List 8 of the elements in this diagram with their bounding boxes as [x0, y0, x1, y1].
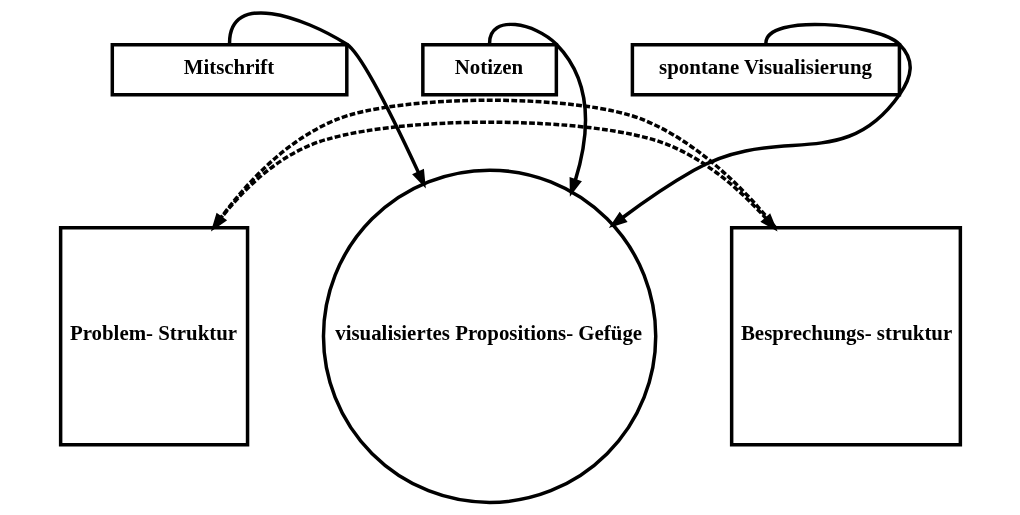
- node-box: Notizen: [420, 43, 558, 97]
- arrow: [487, 22, 587, 197]
- node-box: Problem- Struktur: [58, 226, 249, 447]
- arrow: [227, 11, 426, 189]
- node-box: Besprechungs- struktur: [729, 226, 962, 447]
- node-box: Mitschrift: [110, 43, 349, 97]
- arrow: [608, 22, 912, 229]
- node-box: spontane Visualisierung: [630, 43, 901, 97]
